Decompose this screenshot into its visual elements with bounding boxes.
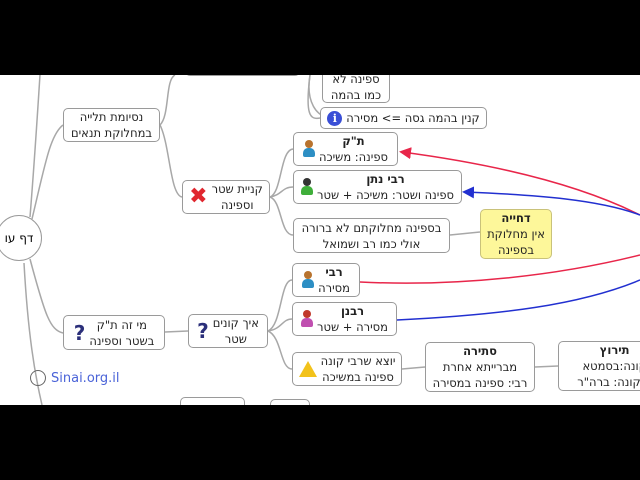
person-icon: [303, 140, 315, 158]
bottom-cut-node[interactable]: [270, 399, 310, 405]
bottom-cut-node[interactable]: [180, 397, 245, 405]
top-cut-node[interactable]: [185, 75, 300, 76]
x-icon: ✖: [189, 184, 208, 209]
question-icon: ?: [73, 320, 86, 345]
person-icon: [302, 271, 315, 289]
person-icon: [301, 310, 314, 328]
connector-lines: [23, 75, 640, 405]
red-link-arrow: [399, 147, 640, 216]
red-link: [359, 254, 640, 284]
question-icon: ?: [197, 319, 209, 343]
root-node[interactable]: דף עו: [0, 215, 42, 261]
warning-icon: [298, 361, 317, 377]
clock-icon: [30, 370, 46, 386]
node-teirutz[interactable]: תירוץקונה:בסמטאא קונה: ברה"ר: [558, 341, 640, 391]
info-icon: i: [327, 110, 343, 126]
blue-link-arrow: [462, 186, 640, 216]
person-icon: [301, 178, 314, 196]
blue-link: [396, 279, 640, 321]
sinai-watermark: Sinai.org.il: [30, 370, 120, 386]
